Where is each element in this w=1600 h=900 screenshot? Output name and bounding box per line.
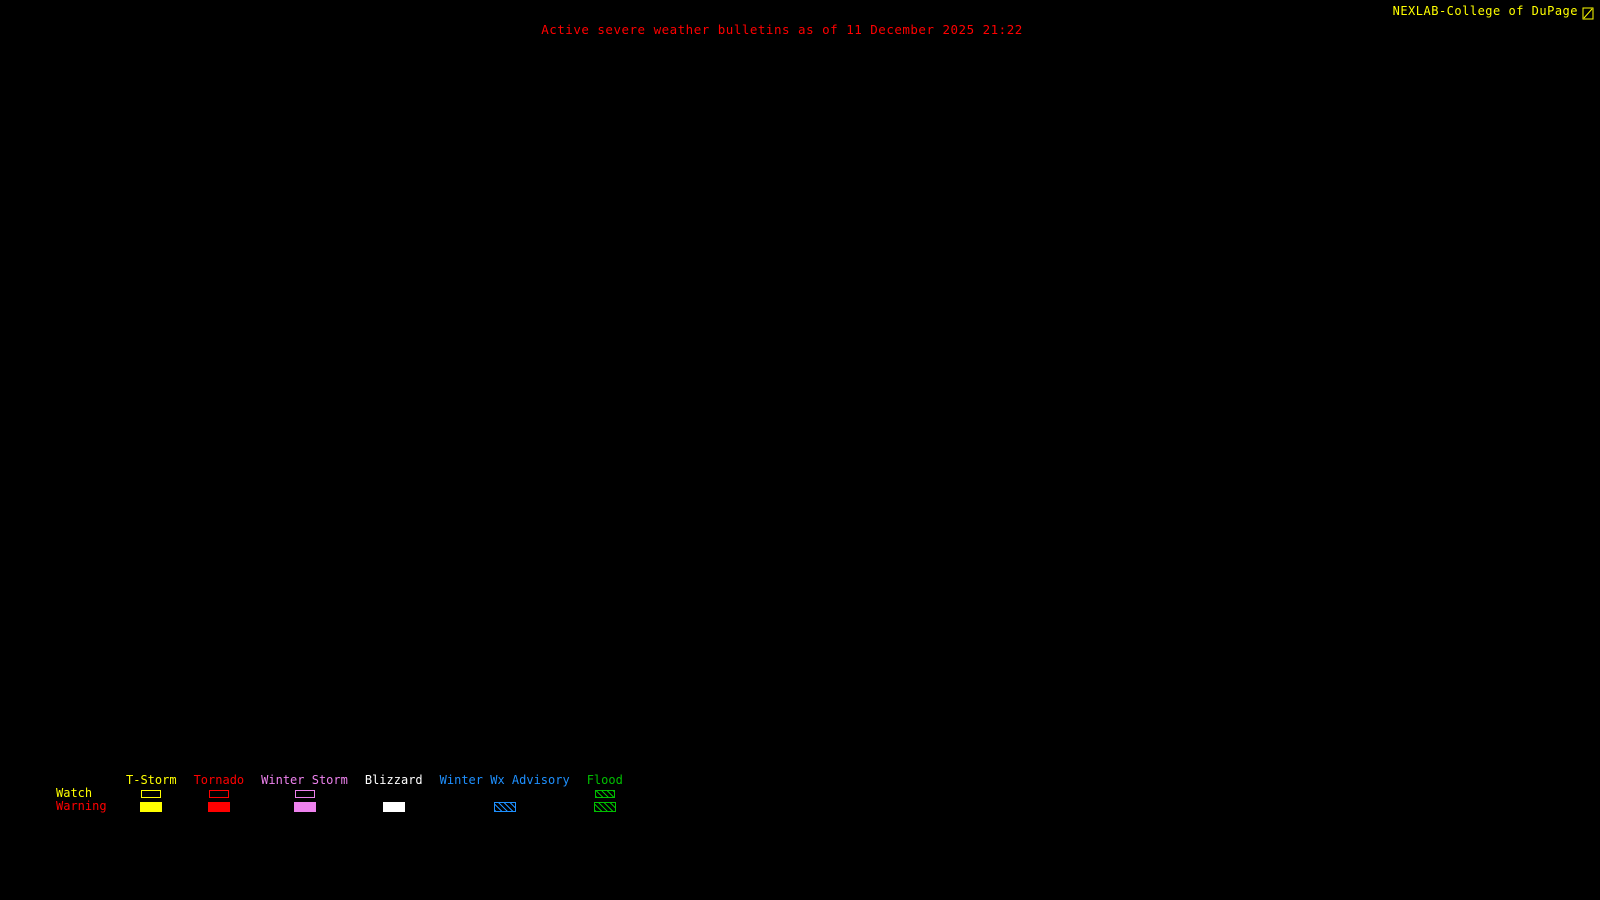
legend-column-header: T-Storm [126, 773, 177, 787]
t-storm-watch-swatch [141, 789, 162, 798]
winter-storm-warning-swatch [293, 801, 316, 812]
blizzard-warning-swatch [382, 801, 405, 812]
legend-col-blizzard: Blizzard [365, 774, 423, 813]
legend-col-t-storm: T-Storm [126, 774, 177, 813]
map-title: Active severe weather bulletins as of 11… [541, 22, 1023, 37]
legend-cell [126, 787, 177, 800]
legend-cell [365, 787, 423, 800]
legend-column-header: Winter Wx Advisory [439, 773, 570, 787]
tornado-warning-swatch [207, 801, 230, 812]
legend-row-label-warning: Warning [56, 799, 107, 813]
legend-cell [261, 787, 348, 800]
winter-wx-advisory-warning-swatch [493, 801, 516, 812]
legend-cell [587, 787, 623, 800]
legend-column-header: Tornado [193, 773, 245, 787]
legend-cell [440, 800, 570, 813]
t-storm-warning-swatch [140, 801, 163, 812]
legend-column-header: Flood [586, 773, 623, 787]
nexlab-logo-icon [1582, 5, 1594, 19]
legend-row-labels: Watch Warning [46, 774, 126, 813]
legend-row-label-watch: Watch [56, 786, 93, 800]
brand: NEXLAB-College of DuPage [1392, 4, 1594, 19]
legend-column-header: Winter Storm [261, 773, 348, 787]
tornado-watch-swatch [208, 789, 229, 798]
flood-warning-swatch [593, 801, 616, 812]
legend-cell [587, 800, 623, 813]
legend-cell [126, 800, 177, 813]
legend: Watch Warning T-Storm Tornado Winter Storm… [46, 774, 623, 813]
legend-cell [194, 800, 245, 813]
brand-text: NEXLAB-College of DuPage [1392, 4, 1578, 18]
legend-col-tornado: Tornado [193, 773, 245, 813]
legend-col-flood: Flood [587, 774, 623, 813]
legend-columns: T-Storm Tornado Winter Storm Blizzard Winter… [126, 774, 623, 813]
legend-col-winter-wx-advisory: Winter Wx Advisory [440, 774, 570, 813]
legend-column-header: Blizzard [364, 773, 423, 787]
legend-cell [365, 800, 423, 813]
legend-col-winter-storm: Winter Storm [261, 774, 348, 813]
legend-cell [261, 800, 348, 813]
legend-cell [440, 787, 570, 800]
winter-storm-watch-swatch [294, 789, 315, 798]
legend-cell [194, 787, 245, 800]
flood-watch-swatch [594, 789, 615, 798]
